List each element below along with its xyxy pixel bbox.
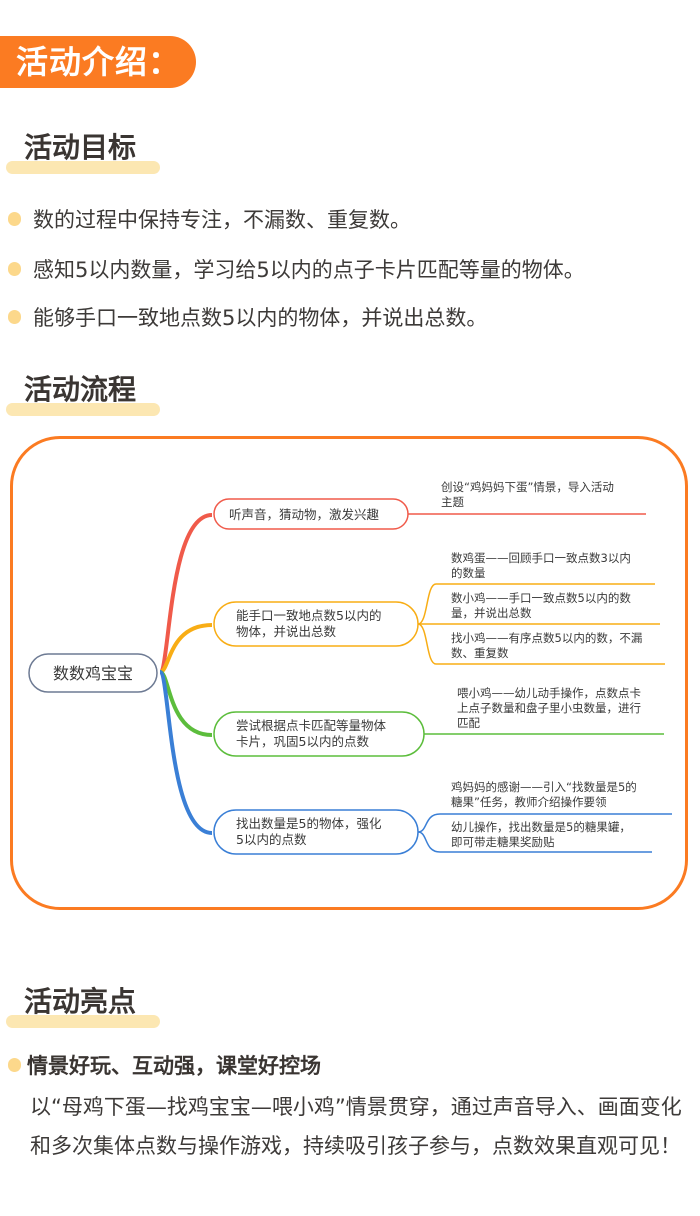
- leaf-connector: [417, 813, 672, 833]
- section-title-text: 活动亮点: [24, 985, 137, 1018]
- branch-label: 能手口一致地点数5以内的: [236, 608, 381, 623]
- branch-label: 5以内的点数: [236, 832, 307, 847]
- highlight-body: 以“母鸡下蛋—找鸡宝宝—喂小鸡”情景贯穿，通过声音导入、画面变化和多次集体点数与…: [30, 1095, 682, 1158]
- leaf-text: 数鸡蛋——回顾手口一致点数3以内: [451, 551, 631, 565]
- leaf-connector: [417, 623, 665, 665]
- bullet-dot-icon: [8, 262, 21, 276]
- mindmap-frame: [10, 436, 688, 910]
- branch-label: 卡片，巩固5以内的点数: [236, 734, 369, 749]
- leaf-text: 鸡妈妈的感谢——引入“找数量是5的: [451, 780, 637, 794]
- goal-item: 数的过程中保持专注，不漏数、重复数。: [8, 204, 411, 234]
- branch-label: 找出数量是5的物体，强化: [236, 816, 382, 831]
- mindmap-root-node: [28, 653, 158, 693]
- goal-text: 数的过程中保持专注，不漏数、重复数。: [33, 208, 411, 232]
- connector-branch-1: [158, 513, 213, 674]
- highlight-title: 情景好玩、互动强，课堂好控场: [27, 1054, 321, 1078]
- goal-text: 感知5以内数量，学习给5以内的点子卡片匹配等量的物体。: [33, 258, 585, 282]
- leaf-text: 幼儿操作，找出数量是5的糖果罐，: [451, 820, 631, 834]
- bullet-dot-icon: [8, 212, 21, 226]
- leaf-connector: [417, 583, 655, 625]
- title-highlight: [6, 161, 160, 174]
- leaf-text: 即可带走糖果奖励贴: [451, 835, 555, 849]
- leaf-text: 数小鸡——手口一致点数5以内的数: [451, 591, 631, 605]
- highlight-item: 情景好玩、互动强，课堂好控场: [8, 1050, 321, 1080]
- mindmap-root-label: 数数鸡宝宝: [53, 664, 133, 683]
- goal-text: 能够手口一致地点数5以内的物体，并说出总数。: [33, 306, 488, 330]
- intro-banner: 活动介绍：: [0, 36, 196, 88]
- branch-label: 听声音，猜动物，激发兴趣: [229, 507, 380, 522]
- title-highlight: [6, 403, 160, 416]
- connector-branch-4: [158, 670, 213, 835]
- title-highlight: [6, 1015, 160, 1028]
- goal-item: 感知5以内数量，学习给5以内的点子卡片匹配等量的物体。: [8, 254, 585, 284]
- leaf-text: 量，并说出总数: [451, 606, 532, 620]
- bullet-dot-icon: [8, 1058, 21, 1072]
- leaf-text: 数、重复数: [451, 646, 509, 660]
- section-title-text: 活动目标: [24, 131, 137, 164]
- leaf-text: 找小鸡——有序点数5以内的数，不漏: [451, 631, 642, 645]
- connector-branch-2: [159, 623, 213, 674]
- leaf-text: 糖果”任务，教师介绍操作要领: [451, 795, 607, 809]
- section-title-text: 活动流程: [24, 373, 137, 406]
- leaf-text: 创设“鸡妈妈下蛋”情景，导入活动: [441, 480, 614, 494]
- bullet-dot-icon: [8, 310, 21, 324]
- intro-banner-title: 活动介绍：: [16, 43, 182, 81]
- leaf-text: 上点子数量和盘子里小虫数量，进行: [457, 701, 641, 715]
- branch-label: 物体，并说出总数: [236, 624, 337, 639]
- goal-item: 能够手口一致地点数5以内的物体，并说出总数。: [8, 302, 487, 332]
- leaf-text: 主题: [441, 495, 464, 509]
- leaf-connector: [417, 831, 652, 853]
- leaf-text: 的数量: [451, 566, 486, 580]
- leaf-text: 喂小鸡——幼儿动手操作，点数点卡: [457, 686, 641, 700]
- branch-label: 尝试根据点卡匹配等量物体: [236, 718, 387, 733]
- leaf-text: 匹配: [457, 716, 480, 730]
